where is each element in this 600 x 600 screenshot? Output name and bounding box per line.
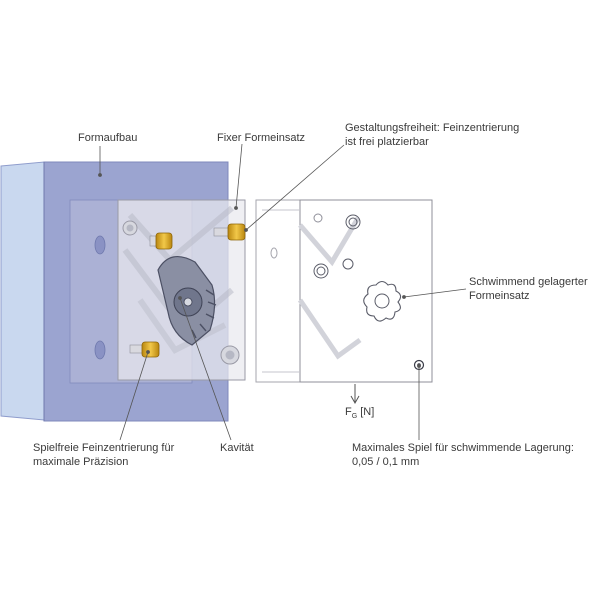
label-spiel-1: Maximales Spiel für schwimmende Lagerung… (352, 442, 574, 454)
label-fixer-formeinsatz: Fixer Formeinsatz (217, 132, 306, 144)
label-spiel-2: 0,05 / 0,1 mm (352, 456, 420, 468)
centering-pin-icon (129, 223, 246, 358)
label-spielfrei-1: Spielfreie Feinzentrierung für (33, 442, 175, 454)
floating-mold-insert (255, 199, 433, 383)
label-kavitaet: Kavität (220, 442, 254, 454)
force-unit: [N] (357, 406, 375, 418)
label-spielfrei-2: maximale Präzision (33, 456, 129, 468)
label-formaufbau: Formaufbau (78, 132, 138, 144)
leader-lines (98, 143, 467, 441)
force-label: FG [N] (345, 406, 374, 420)
label-schwimmend-1: Schwimmend gelagerter (469, 276, 588, 288)
label-schwimmend-2: Formeinsatz (469, 290, 530, 302)
fixed-mold-insert (117, 199, 246, 381)
label-gestaltungsfreiheit-2: ist frei platzierbar (345, 136, 429, 148)
force-subscript: G (351, 413, 358, 421)
force-arrow (350, 384, 360, 405)
force-symbol: F (345, 406, 352, 418)
cavity-part-icon (157, 255, 217, 346)
floating-insert-icon (363, 280, 402, 322)
label-gestaltungsfreiheit-1: Gestaltungsfreiheit: Feinzentrierung (345, 122, 520, 134)
